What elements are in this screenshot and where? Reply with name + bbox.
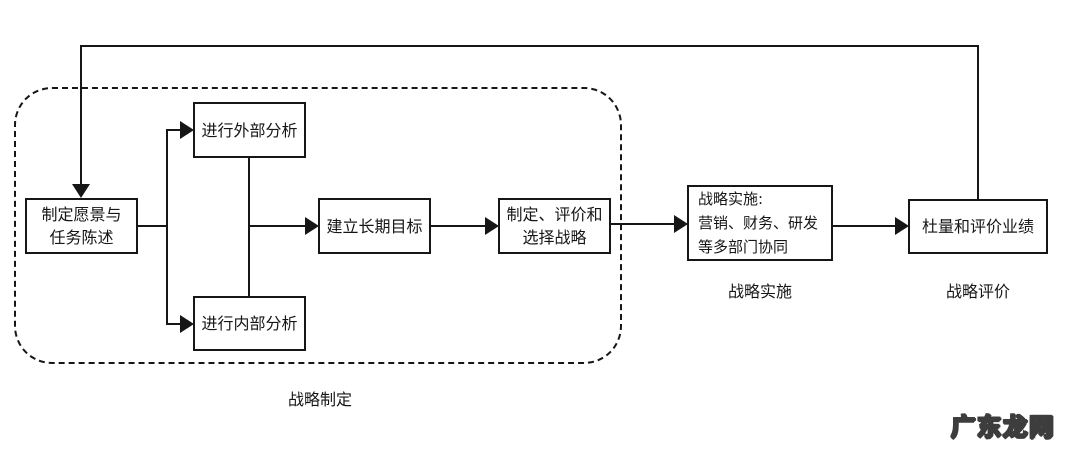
node-internal-analysis: 进行内部分析	[193, 296, 306, 351]
objectives-arrowhead-icon	[305, 217, 319, 235]
feedback-top-line	[80, 45, 979, 47]
selection-arrowhead-icon	[485, 217, 499, 235]
formulation-phase-container	[14, 87, 622, 364]
external-internal-link-line	[248, 158, 250, 296]
feedback-left-line	[80, 45, 82, 187]
objectives-to-selection-line	[431, 225, 485, 227]
to-objectives-line	[248, 225, 306, 227]
implementation-arrowhead-icon	[674, 215, 688, 233]
phase-label-evaluation: 战略评价	[945, 282, 1010, 301]
phase-label-implementation: 战略实施	[727, 282, 792, 301]
node-strategy-implementation: 战略实施: 营销、财务、研发 等多部门协同	[687, 185, 833, 261]
selection-to-implementation-line	[611, 223, 674, 225]
branch-to-external-line	[166, 129, 182, 131]
evaluation-arrowhead-icon	[895, 217, 909, 235]
phase-label-formulation: 战略制定	[287, 390, 352, 409]
node-strategy-evaluation: 杜量和评价业绩	[908, 199, 1048, 254]
implementation-to-evaluation-line	[833, 225, 895, 227]
node-vision-mission: 制定愿景与 任务陈述	[25, 198, 138, 254]
site-watermark: 广东龙网	[950, 412, 1055, 442]
vision-to-branch-line	[138, 225, 168, 227]
branch-vertical-line	[166, 129, 168, 325]
node-strategy-selection: 制定、评价和 选择战略	[498, 198, 611, 254]
external-arrowhead-icon	[180, 121, 194, 139]
internal-arrowhead-icon	[180, 315, 194, 333]
feedback-arrowhead-icon	[72, 184, 90, 198]
branch-to-internal-line	[166, 323, 182, 325]
node-external-analysis: 进行外部分析	[193, 102, 306, 158]
feedback-right-line	[977, 45, 979, 199]
node-long-term-objectives: 建立长期目标	[318, 198, 431, 254]
